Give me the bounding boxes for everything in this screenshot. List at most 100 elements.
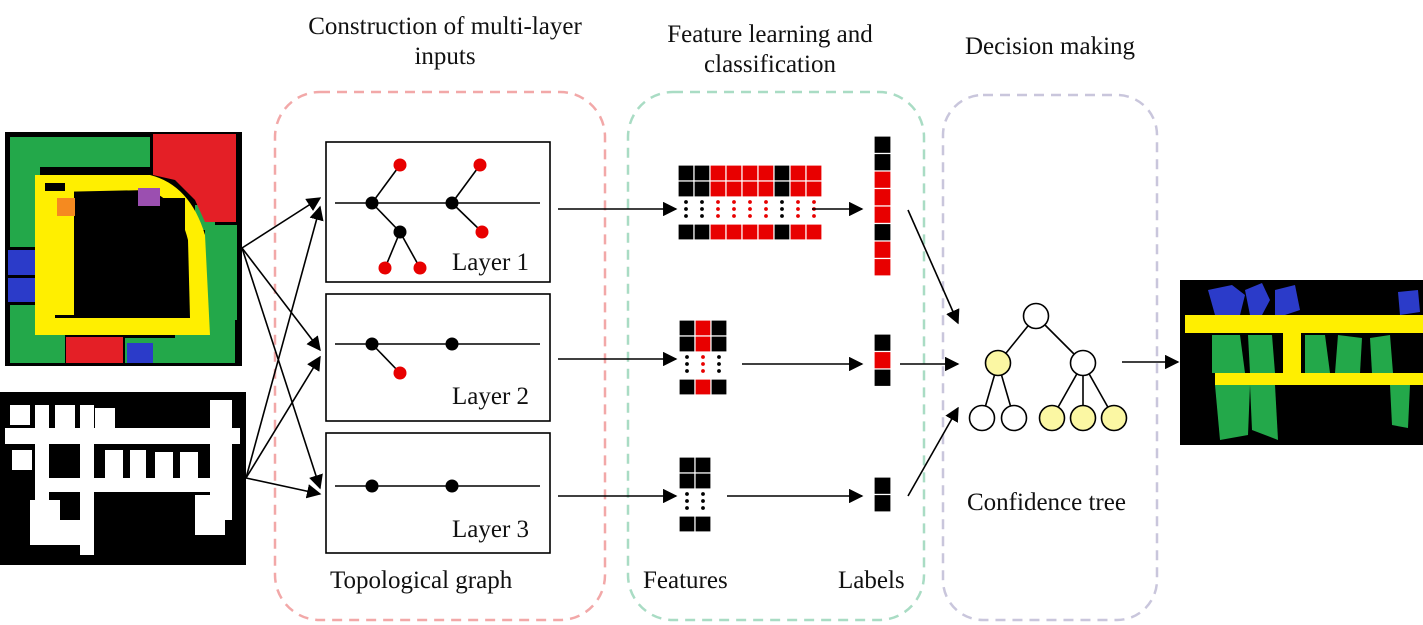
- layer-1-label: Layer 1: [452, 249, 530, 276]
- feature-cell: [677, 180, 695, 198]
- feature-cell: [773, 180, 791, 198]
- feature-cell: [709, 223, 727, 241]
- feature-dot: [685, 355, 689, 359]
- feature-dot: [780, 214, 784, 218]
- feature-dot: [717, 362, 721, 366]
- label-cell: [873, 368, 892, 388]
- label-cell: [873, 170, 892, 190]
- feature-cell: [678, 378, 696, 396]
- feature-dot: [701, 362, 705, 366]
- feature-cell: [789, 164, 807, 182]
- feature-cell: [678, 335, 696, 353]
- feature-cell: [757, 164, 775, 182]
- topological-graph-label: Topological graph: [330, 567, 513, 594]
- output-segmented-map: [1180, 280, 1423, 445]
- panel-decision: [941, 93, 1159, 622]
- feature-dot: [732, 214, 736, 218]
- feature-cell: [694, 472, 712, 490]
- feature-dot: [780, 200, 784, 204]
- feature-dot: [796, 200, 800, 204]
- layer-to-feature-arrows: [558, 201, 678, 504]
- feature-dot: [685, 499, 689, 503]
- feature-dot: [684, 200, 688, 204]
- confidence-tree: [968, 302, 1128, 432]
- node-red: [378, 261, 392, 275]
- feature-cell: [773, 164, 791, 182]
- feature-dot: [700, 207, 704, 211]
- tree-node-white: [1022, 302, 1050, 330]
- feature-cell: [741, 164, 759, 182]
- feature-cell: [678, 456, 696, 474]
- feature-cell: [693, 223, 711, 241]
- node-red: [413, 261, 427, 275]
- feature-cell: [757, 223, 775, 241]
- feature-cell: [725, 164, 743, 182]
- feature-cell: [693, 180, 711, 198]
- feature-dot: [748, 207, 752, 211]
- feature-cell: [678, 472, 696, 490]
- node-black: [393, 225, 407, 239]
- input-arrows: [241, 197, 324, 499]
- feature-to-label-arrows: [727, 201, 864, 504]
- panel-feature: [626, 90, 926, 622]
- feature-dot: [812, 200, 816, 204]
- feature-cell: [677, 164, 695, 182]
- features-label: Features: [643, 567, 728, 594]
- feature-matrices: [677, 164, 823, 533]
- feature-cell: [741, 223, 759, 241]
- title-construction: Construction of multi-layer inputs: [308, 13, 582, 70]
- feature-cell: [805, 223, 823, 241]
- label-cell: [873, 333, 892, 353]
- feature-dot: [732, 200, 736, 204]
- feature-dot: [812, 214, 816, 218]
- label-cell: [873, 152, 892, 172]
- feature-cell: [678, 319, 696, 337]
- feature-cell: [709, 164, 727, 182]
- feature-cell: [694, 378, 712, 396]
- feature-dot: [716, 200, 720, 204]
- feature-dot: [796, 207, 800, 211]
- label-cell: [873, 257, 892, 277]
- tree-node-yellow: [1069, 404, 1097, 432]
- label-cell: [873, 240, 892, 260]
- node-black: [445, 479, 459, 493]
- feature-cell: [725, 223, 743, 241]
- feature-dot: [685, 506, 689, 510]
- panel-construction: [273, 90, 607, 622]
- feature-cell: [789, 223, 807, 241]
- feature-dot: [685, 492, 689, 496]
- label-cell: [873, 187, 892, 207]
- tree-node-white: [1000, 404, 1028, 432]
- tree-node-yellow: [1038, 404, 1066, 432]
- layer-3-label: Layer 3: [452, 516, 530, 543]
- feature-dot: [716, 214, 720, 218]
- node-red: [393, 158, 407, 172]
- feature-cell: [805, 164, 823, 182]
- feature-dot: [764, 214, 768, 218]
- feature-cell: [805, 180, 823, 198]
- title-decision-making: Decision making: [964, 33, 1136, 60]
- layer-box-2: [325, 293, 551, 422]
- label-cell: [873, 476, 892, 496]
- feature-cell: [709, 180, 727, 198]
- tree-node-white: [968, 404, 996, 432]
- feature-dot: [701, 506, 705, 510]
- confidence-tree-label: Confidence tree: [967, 489, 1126, 516]
- label-cell: [873, 350, 892, 370]
- node-black: [445, 337, 459, 351]
- label-cell: [873, 493, 892, 513]
- node-black: [365, 337, 379, 351]
- feature-dot: [685, 362, 689, 366]
- feature-cell: [693, 164, 711, 182]
- label-columns: [873, 135, 892, 513]
- label-to-tree-arrows: [900, 209, 960, 497]
- feature-dot: [717, 355, 721, 359]
- feature-cell: [710, 378, 728, 396]
- tree-node-white: [1069, 349, 1097, 377]
- input-binary-map: [0, 392, 246, 565]
- feature-dot: [701, 369, 705, 373]
- label-cell: [873, 135, 892, 155]
- feature-cell: [757, 180, 775, 198]
- feature-dot: [684, 214, 688, 218]
- input-floorplan-map: [5, 132, 242, 366]
